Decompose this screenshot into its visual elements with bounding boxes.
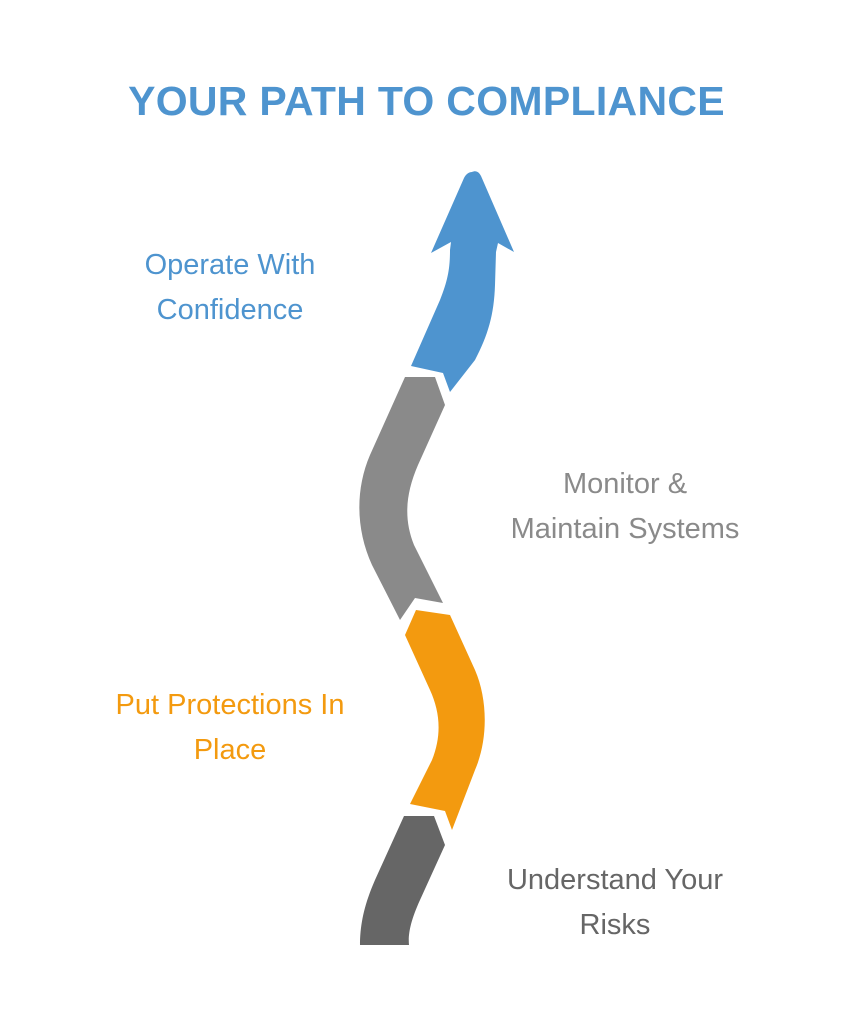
label-put-protections: Put Protections In Place xyxy=(80,683,380,773)
label-line: Monitor & xyxy=(562,468,688,500)
segment-operate xyxy=(411,171,514,392)
segment-monitor xyxy=(359,377,445,620)
label-line: Place xyxy=(193,734,267,766)
label-line: Confidence xyxy=(156,294,304,326)
label-monitor-maintain: Monitor & Maintain Systems xyxy=(480,462,770,552)
label-operate-with-confidence: Operate With Confidence xyxy=(100,243,360,333)
label-line: Put Protections In xyxy=(115,689,345,721)
label-line: Risks xyxy=(579,909,651,941)
label-line: Operate With xyxy=(144,249,316,281)
label-line: Maintain Systems xyxy=(510,513,740,545)
segment-protections xyxy=(405,610,485,830)
diagram-title: YOUR PATH TO COMPLIANCE xyxy=(128,78,725,124)
label-line: Understand Your xyxy=(506,864,724,896)
label-understand-risks: Understand Your Risks xyxy=(480,858,750,948)
segment-understand xyxy=(360,816,445,945)
